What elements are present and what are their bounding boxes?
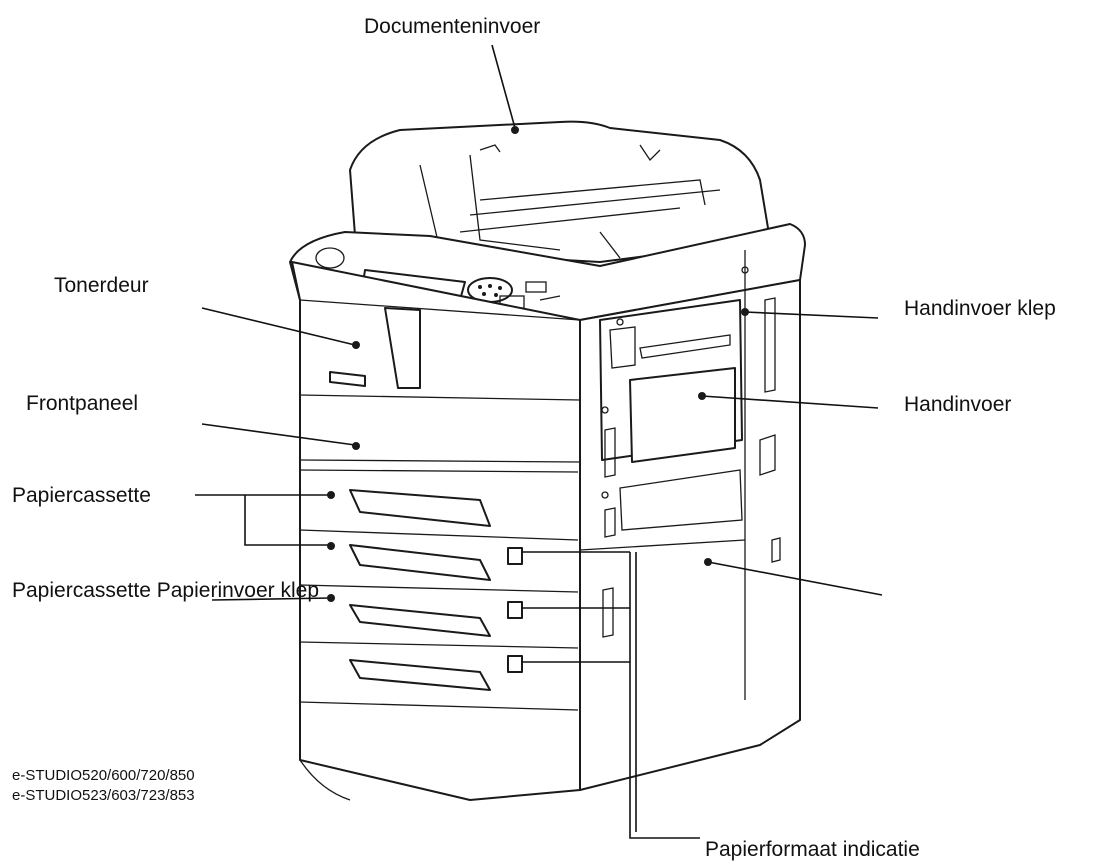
label-paper-size-indicator: Papierformaat indicatie (705, 838, 920, 861)
dot-document-feeder (511, 126, 519, 134)
document-feeder-unit (349, 120, 771, 271)
dot-right-side (704, 558, 712, 566)
label-document-feeder: Documenteninvoer (364, 15, 541, 38)
label-bypass-tray: Handinvoer (904, 393, 1012, 416)
size-indicator-1 (507, 547, 523, 565)
label-paper-cassette: Papiercassette (12, 484, 151, 507)
dot-cassette-2 (327, 542, 335, 550)
dot-feed-cover (327, 594, 335, 602)
dot-bypass-cover (741, 308, 749, 316)
model-line-2: e-STUDIO523/603/723/853 (12, 787, 195, 804)
label-front-panel: Frontpaneel (26, 392, 139, 415)
right-side-body (579, 250, 801, 791)
leader-lines (195, 44, 883, 839)
dot-toner-door (352, 341, 360, 349)
size-indicator-2 (507, 601, 523, 619)
main-front-body (291, 261, 581, 801)
dot-bypass-tray (698, 392, 706, 400)
label-bypass-cover: Handinvoer klep (904, 297, 1056, 320)
size-indicator-3 (507, 655, 523, 673)
label-paper-cassette-feed-cover: Papiercassette Papierinvoer klep (12, 579, 320, 602)
dot-front-panel (352, 442, 360, 450)
model-line-1: e-STUDIO520/600/720/850 (12, 767, 195, 784)
dot-cassette-1 (327, 491, 335, 499)
label-toner-door: Tonerdeur (54, 274, 149, 297)
